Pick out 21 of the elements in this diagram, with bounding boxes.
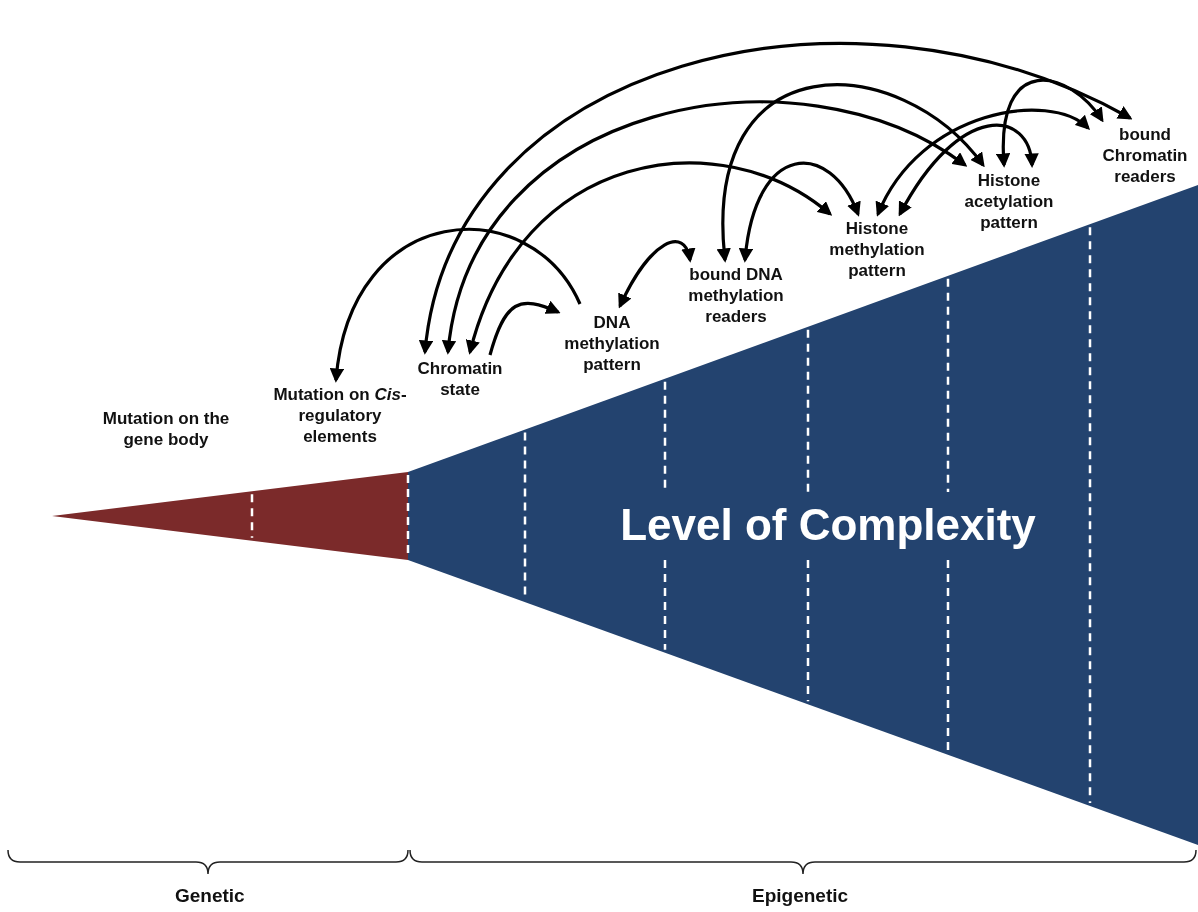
curved-arrow <box>739 161 860 263</box>
curved-arrow <box>618 240 695 309</box>
node-label: Histone methylation pattern <box>812 218 942 281</box>
node-label: Histone acetylation pattern <box>944 170 1074 233</box>
curved-arrow <box>443 100 968 355</box>
curved-arrow <box>420 42 1133 355</box>
node-label: Mutation on Cis-regulatory elements <box>272 384 408 447</box>
curved-arrow <box>898 123 1038 217</box>
bracket-label: Epigenetic <box>752 885 849 907</box>
node-label: Mutation on the gene body <box>100 408 232 450</box>
curved-arrow <box>330 228 582 383</box>
node-label: bound DNA methylation readers <box>672 264 800 327</box>
curved-arrow <box>466 161 833 355</box>
wedge-title: Level of Complexity <box>619 499 1037 551</box>
curved-arrow <box>717 83 985 263</box>
curved-arrow <box>488 300 561 356</box>
curved-arrow <box>996 79 1104 168</box>
node-label: bound Chromatin readers <box>1096 124 1194 187</box>
bracket-label: Genetic <box>175 885 245 907</box>
node-label: DNA methylation pattern <box>562 312 662 375</box>
curved-arrow <box>876 108 1091 217</box>
